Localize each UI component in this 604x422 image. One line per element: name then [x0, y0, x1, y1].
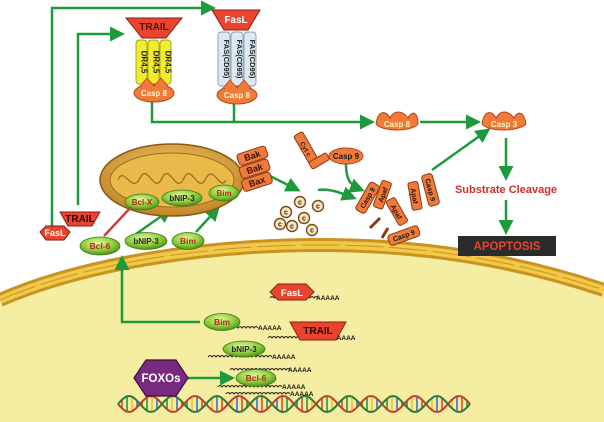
fas-label-2: FAS(CD95): [235, 40, 244, 79]
svg-text:bNIP-3: bNIP-3: [231, 345, 257, 354]
fasl-top-label: FasL: [224, 15, 247, 26]
mrna-transcript: [217, 385, 283, 388]
svg-text:bNIP-3: bNIP-3: [133, 237, 159, 246]
cytochrome-c-label: c: [302, 216, 306, 223]
nucleus-bnip3: bNIP-3: [222, 340, 266, 358]
dna-strand: [117, 395, 471, 413]
casp3: Casp 3: [481, 111, 527, 131]
casp8-mid-label: Casp 8: [384, 120, 411, 129]
cytochrome-c-label: c: [284, 210, 288, 217]
mito-bclx: Bcl-X: [124, 193, 160, 211]
casp9-free: Casp 9: [328, 147, 364, 165]
cytochrome-c-label: c: [298, 200, 302, 207]
cytochrome-c-label: c: [316, 204, 320, 211]
svg-text:FOXOs: FOXOs: [142, 373, 181, 385]
mito-bnip3: bNIP-3: [161, 189, 203, 207]
nucleus-trail: TRAIL: [289, 321, 347, 341]
casp3-label: Casp 3: [491, 120, 518, 129]
cyto-bcl6: Bcl-6: [79, 236, 121, 256]
fas-label-1: FAS(CD95): [222, 40, 231, 79]
cyto-bnip3: bNIP-3: [124, 232, 168, 250]
cytochrome-c: [273, 217, 287, 231]
trail-receptor-complex: TRAIL DR4,5 DR4,5 DR4,5 Casp 8: [124, 17, 184, 103]
svg-text:Bim: Bim: [216, 189, 231, 198]
foxos: FOXOs: [133, 359, 189, 397]
svg-text:bNIP-3: bNIP-3: [169, 194, 195, 203]
svg-text:TRAIL: TRAIL: [303, 326, 332, 337]
nucleus-bim: Bim: [203, 313, 241, 331]
svg-text:AAAAA: AAAAA: [272, 354, 296, 361]
nucleus-fasl: FasL: [269, 283, 315, 301]
casp8-fas-label: Casp 8: [224, 91, 251, 100]
svg-text:Bim: Bim: [180, 236, 197, 246]
svg-text:FasL: FasL: [44, 228, 66, 238]
svg-text:Bcl-6: Bcl-6: [90, 241, 111, 251]
mrna-transcript: [225, 392, 291, 395]
casp8-mid: Casp 8: [375, 111, 419, 131]
apoptosis-label: APOPTOSIS: [474, 241, 541, 253]
svg-text:AAAAA: AAAAA: [290, 391, 314, 398]
svg-text:Apaf: Apaf: [409, 188, 419, 205]
casp8-trail-label: Casp 8: [141, 89, 168, 98]
apoptosis-box: [458, 236, 556, 256]
svg-text:AAAAA: AAAAA: [282, 384, 306, 391]
svg-text:Bim: Bim: [214, 317, 231, 327]
cytochrome-c: [311, 199, 325, 213]
substrate-cleavage-label: Substrate Cleavage: [455, 184, 557, 196]
svg-text:Casp 9: Casp 9: [333, 152, 360, 161]
polya-tails: AAAAA AAAAA AAAAA AAAAA AAAAA AAAAA AAAA…: [258, 295, 356, 398]
trail-top-label: TRAIL: [139, 22, 168, 33]
dr45-label-1: DR4,5: [140, 51, 149, 74]
cytochrome-c-label: c: [290, 224, 294, 231]
trail-left: TRAIL: [59, 211, 101, 227]
cyt-c-bar: Cyt c: [293, 131, 330, 170]
cytochrome-c: [297, 211, 311, 225]
mito-bim: Bim: [208, 184, 240, 202]
dr45-label-2: DR4,5: [152, 51, 161, 74]
pathway-arrows: [50, 0, 514, 386]
fas-label-3: FAS(CD95): [248, 40, 257, 79]
nucleus-bcl6: Bcl-6: [235, 369, 277, 387]
cytochrome-c: [305, 223, 319, 237]
cytochrome-c-label: c: [278, 222, 282, 229]
svg-text:FasL: FasL: [281, 288, 303, 299]
cytochrome-c-label: c: [310, 228, 314, 235]
mrna-transcript: [229, 368, 291, 371]
bak-bax-stack: Bak Bak Bax: [236, 145, 273, 192]
cytochrome-c: [285, 219, 299, 233]
svg-text:AAAAA: AAAAA: [288, 367, 312, 374]
cytochrome-c: [293, 195, 307, 209]
svg-text:Bcl-X: Bcl-X: [132, 198, 153, 207]
apoptosome: Apaf Apaf Apaf Casp 9 Casp 9 Casp 9: [355, 173, 440, 246]
dna-helix: [117, 395, 471, 413]
svg-text:AAAAA: AAAAA: [332, 335, 356, 342]
cyto-bim: Bim: [171, 232, 205, 250]
bax-label: Bax: [248, 174, 267, 189]
svg-text:TRAIL: TRAIL: [65, 214, 94, 225]
dr45-label-3: DR4,5: [164, 51, 173, 74]
fas-receptor-complex: FasL FAS(CD95) FAS(CD95) FAS(CD95) Casp …: [211, 9, 261, 105]
svg-text:AAAAA: AAAAA: [258, 325, 282, 332]
cytochrome-c: [279, 205, 293, 219]
svg-text:AAAAA: AAAAA: [316, 295, 340, 302]
svg-text:Bcl-6: Bcl-6: [246, 373, 267, 383]
fasl-left: FasL: [39, 225, 71, 241]
